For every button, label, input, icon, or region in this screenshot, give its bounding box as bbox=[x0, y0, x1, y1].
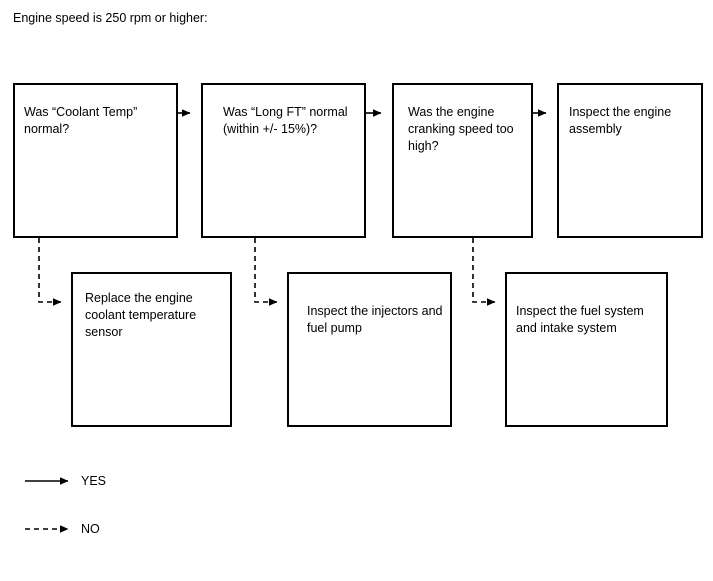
legend-item-no-label: NO bbox=[81, 522, 100, 536]
node-long-ft-check-label: Was “Long FT” normal (within +/- 15%)? bbox=[223, 105, 348, 136]
node-inspect-engine-assembly-label: Inspect the engine assembly bbox=[569, 105, 672, 136]
node-inspect-engine-assembly[interactable] bbox=[557, 83, 703, 238]
node-replace-ect-sensor-label: Replace the engine coolant temperature s… bbox=[85, 291, 197, 339]
node-cranking-speed-check[interactable] bbox=[392, 83, 533, 238]
node-replace-ect-sensor[interactable] bbox=[71, 272, 232, 427]
node-inspect-fuel-intake-system-label: Inspect the fuel system and intake syste… bbox=[516, 304, 644, 335]
node-coolant-temp-check[interactable] bbox=[13, 83, 178, 238]
node-cranking-speed-check-label: Was the engine cranking speed too high? bbox=[408, 105, 514, 153]
node-long-ft-check[interactable] bbox=[201, 83, 366, 238]
page-title: Engine speed is 250 rpm or higher: bbox=[13, 11, 208, 25]
node-inspect-injectors-fuel-pump-label: Inspect the injectors and fuel pump bbox=[307, 304, 443, 335]
edge-no-cranking-to-fuel-intake bbox=[472, 238, 496, 306]
node-inspect-fuel-intake-system[interactable] bbox=[505, 272, 668, 427]
node-inspect-injectors-fuel-pump[interactable] bbox=[287, 272, 452, 427]
edge-no-longft-to-injectors bbox=[254, 238, 278, 306]
node-coolant-temp-check-label: Was “Coolant Temp” normal? bbox=[24, 105, 138, 136]
edge-no-coolant-to-ect-sensor bbox=[38, 238, 62, 306]
legend-item-yes-label: YES bbox=[81, 474, 107, 488]
